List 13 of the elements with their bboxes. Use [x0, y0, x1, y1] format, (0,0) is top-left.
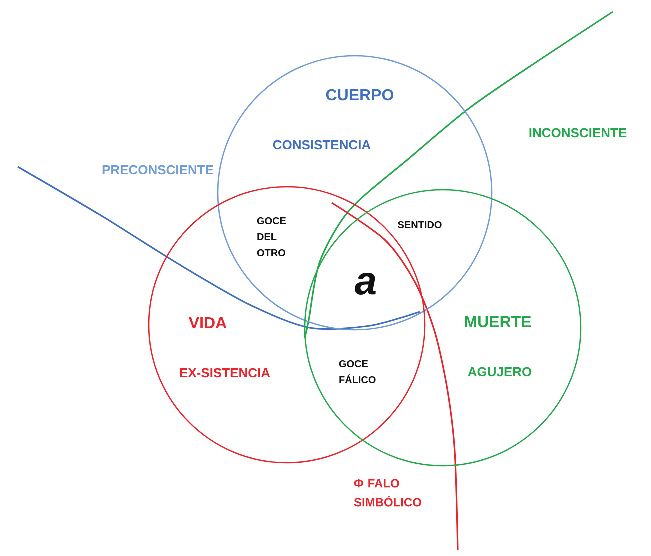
circle-title: MUERTE	[465, 316, 532, 328]
text-label: INCONSCIENTE	[530, 128, 627, 138]
text-label: GOCE DEL OTRO	[257, 217, 286, 257]
circle-title: CUERPO	[326, 89, 394, 101]
circle-subtitle: EX-SISTENCIA	[180, 368, 270, 378]
circle-title: VIDA	[189, 318, 227, 328]
circle-subtitle: CONSISTENCIA	[273, 140, 371, 150]
letter-label: a	[355, 273, 376, 295]
text-label: SENTIDO	[398, 221, 442, 229]
text-label: Φ FALO SIMBÓLICO	[354, 479, 422, 507]
circle-subtitle: AGUJERO	[468, 367, 532, 377]
text-label: PRECONSCIENTE	[102, 165, 214, 175]
text-label: GOCE FÁLICO	[339, 360, 376, 384]
